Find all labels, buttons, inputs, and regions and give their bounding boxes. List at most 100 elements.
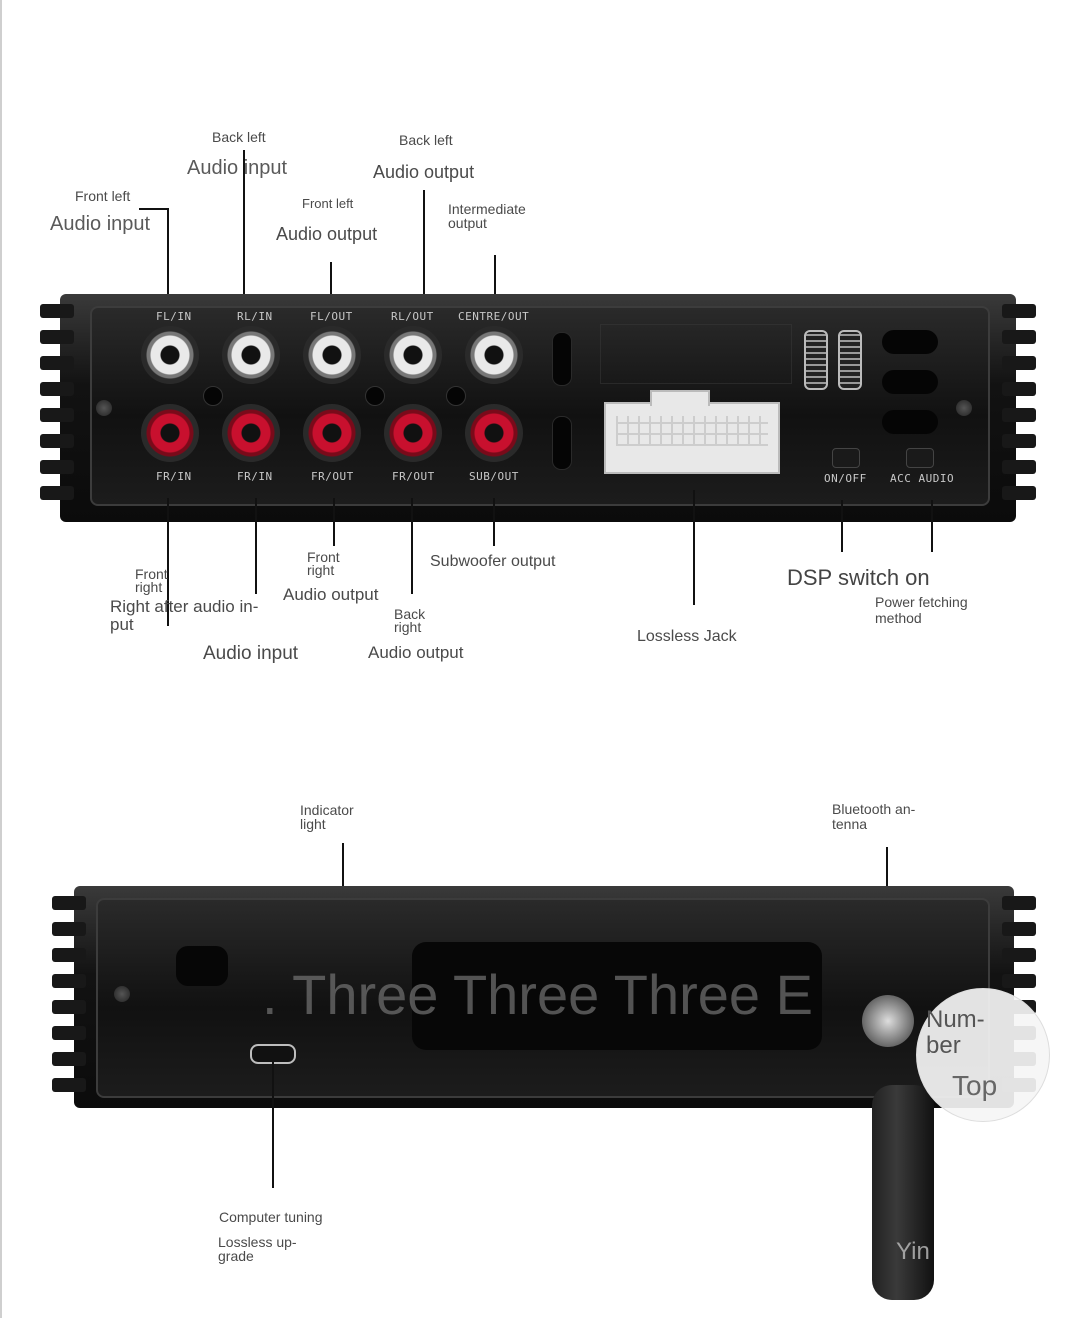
label-fr-in-top: Front — [135, 566, 168, 582]
rca-jack-rr-in[interactable] — [222, 404, 280, 462]
label-dsp-switch: DSP switch on — [787, 565, 930, 590]
label-rl-in-bottom: Audio input — [187, 157, 288, 179]
heatsink-fin — [1002, 382, 1036, 396]
heatsink-fin — [40, 330, 74, 344]
rca-jack-rl-in[interactable] — [222, 326, 280, 384]
heatsink-fin — [1002, 304, 1036, 318]
leader-line — [167, 208, 169, 308]
heatsink-fin — [40, 460, 74, 474]
heatsink-fin — [40, 434, 74, 448]
label-fr-in-top2: right — [135, 579, 163, 595]
leader-line — [167, 498, 169, 626]
vent-oval — [176, 946, 228, 986]
heatsink-fin — [1002, 896, 1036, 910]
rca-jack-centre-out[interactable] — [465, 326, 523, 384]
leader-line — [693, 490, 695, 605]
heatsink-fin — [52, 922, 86, 936]
label-power-fetch1: Power fetching — [875, 594, 968, 610]
rca-jack-fl-out[interactable] — [303, 326, 361, 384]
mount-hole — [203, 386, 223, 406]
port-label-on-off: ON/OFF — [824, 472, 867, 485]
label-rr-in-bottom: Audio input — [203, 643, 299, 664]
rca-jack-rr-out[interactable] — [384, 404, 442, 462]
port-label-centre-out: CENTRE/OUT — [458, 310, 530, 323]
number-top-badge[interactable] — [916, 988, 1050, 1122]
label-rr-out-bottom: Audio output — [368, 643, 464, 662]
vent-oval — [882, 410, 938, 434]
corner-watermark: Yin — [896, 1238, 930, 1265]
heatsink-fin — [1002, 460, 1036, 474]
lossless-jack-connector[interactable] — [604, 402, 780, 474]
heatsink-fin — [1002, 330, 1036, 344]
label-bt2: tenna — [832, 816, 868, 832]
leader-line — [255, 498, 257, 594]
vent-slot — [552, 416, 572, 470]
label-indicator1: Indicator — [300, 802, 354, 818]
label-indicator2: light — [300, 816, 326, 832]
label-fl-out-bottom: Audio output — [276, 224, 378, 244]
port-label-rl-out: RL/OUT — [391, 310, 434, 323]
usb-c-port[interactable] — [250, 1044, 296, 1064]
leader-line — [411, 498, 413, 594]
label-fr-out-top2: right — [307, 562, 335, 578]
heatsink-fin — [40, 486, 74, 500]
label-fr-out-bottom: Audio output — [283, 585, 379, 604]
heatsink-fin — [1002, 434, 1036, 448]
heatsink-fin — [52, 896, 86, 910]
badge-text-1: Num- — [926, 1006, 985, 1033]
leader-line — [139, 208, 169, 210]
heatsink-fin — [52, 1000, 86, 1014]
on-off-switch[interactable] — [832, 448, 860, 468]
heatsink-fin — [40, 304, 74, 318]
label-rl-out-bottom: Audio output — [373, 162, 475, 182]
label-fl-in-bottom: Audio input — [50, 213, 151, 235]
rca-jack-fr-out[interactable] — [303, 404, 361, 462]
rca-jack-fr-in[interactable] — [141, 404, 199, 462]
label-rl-in-top: Back left — [212, 129, 266, 145]
port-label-rr-out: FR/OUT — [392, 470, 435, 483]
spring-icon — [804, 330, 828, 390]
screw — [956, 400, 972, 416]
rca-jack-fl-in[interactable] — [141, 326, 199, 384]
heatsink-fin — [52, 948, 86, 962]
heatsink-fin — [1002, 408, 1036, 422]
bluetooth-antenna[interactable] — [872, 1085, 934, 1300]
label-fr-out-top: Front — [307, 549, 340, 565]
spring-icon — [838, 330, 862, 390]
leader-line — [272, 1062, 274, 1188]
antenna-mount — [862, 995, 914, 1047]
leader-line — [494, 255, 496, 308]
label-lossless-jack: Lossless Jack — [637, 628, 737, 645]
heatsink-fin — [52, 1026, 86, 1040]
indicator-display — [412, 942, 822, 1050]
label-sub-out: Subwoofer output — [430, 553, 556, 570]
leader-line — [333, 498, 335, 546]
label-rr-out-top2: right — [394, 619, 422, 635]
watermark-text: . Three Three Three E — [262, 963, 813, 1026]
label-centre-bottom: output — [448, 215, 487, 231]
label-computer-tuning: Computer tuning — [219, 1209, 323, 1225]
heatsink-fin — [1002, 974, 1036, 988]
heatsink-fin — [40, 356, 74, 370]
leader-line — [931, 500, 933, 552]
label-fr-in-bottom2: put — [110, 615, 134, 634]
heatsink-fin — [40, 382, 74, 396]
label-lossless-up1: Lossless up- — [218, 1234, 297, 1250]
vent-oval — [882, 330, 938, 354]
label-lossless-up2: grade — [218, 1248, 254, 1264]
heatsink-fin — [40, 408, 74, 422]
acc-audio-switch[interactable] — [906, 448, 934, 468]
port-label-sub-out: SUB/OUT — [469, 470, 519, 483]
label-bt1: Bluetooth an- — [832, 801, 916, 817]
heatsink-fin — [1002, 948, 1036, 962]
rca-jack-sub-out[interactable] — [465, 404, 523, 462]
heatsink-fin — [1002, 356, 1036, 370]
screw — [96, 400, 112, 416]
heatsink-fin — [52, 1078, 86, 1092]
label-rr-out-top: Back — [394, 606, 426, 622]
port-label-fr-in: FR/IN — [156, 470, 192, 483]
connector-pins — [616, 416, 768, 446]
badge-text-2: ber — [926, 1032, 961, 1059]
rca-jack-rl-out[interactable] — [384, 326, 442, 384]
port-label-rr-in: FR/IN — [237, 470, 273, 483]
